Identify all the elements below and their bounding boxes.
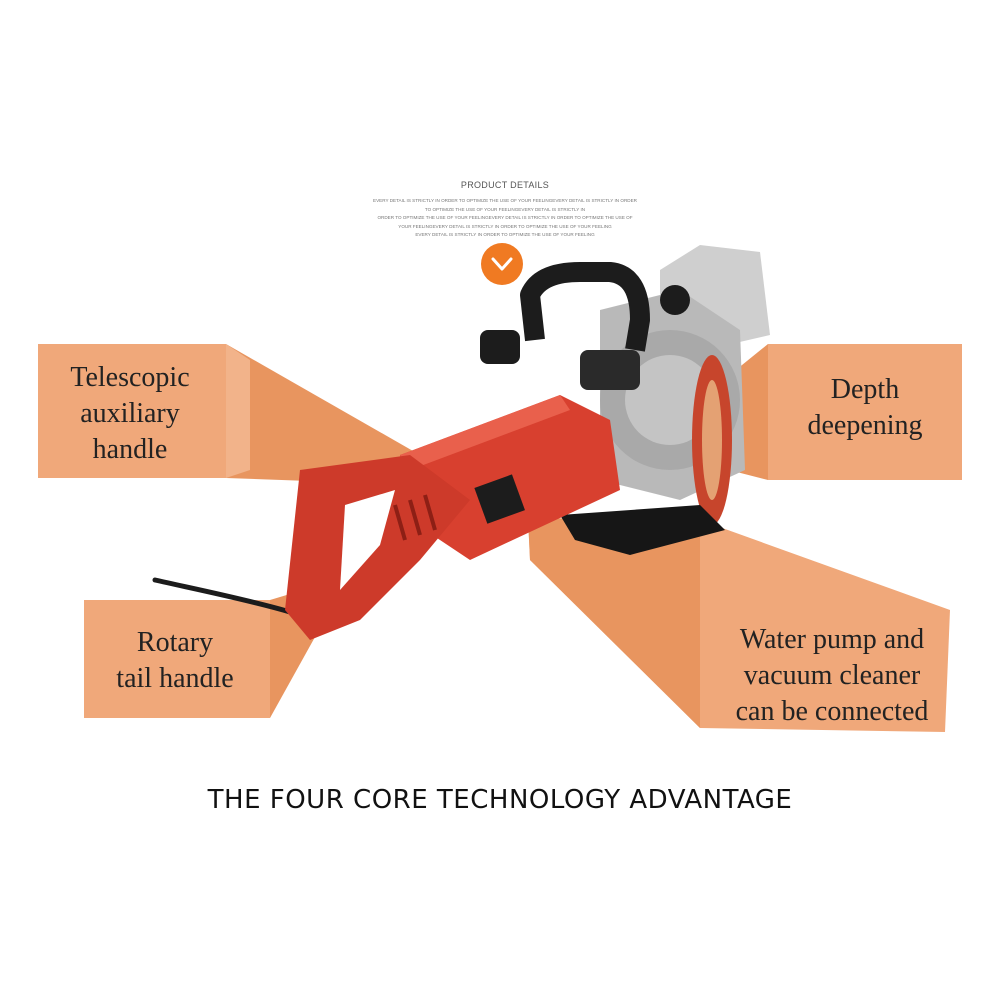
vent-slots <box>393 494 437 541</box>
label-line: handle <box>92 434 168 465</box>
chevron-down-icon <box>491 257 513 271</box>
orange-badge <box>481 243 523 285</box>
subtitle-line: EVERY DETAIL IS STRICTLY IN ORDER TO OPT… <box>415 232 595 238</box>
product-details-subtitle: EVERY DETAIL IS STRICTLY IN ORDER TO OPT… <box>350 197 660 240</box>
label-line: vacuum cleaner <box>743 660 921 691</box>
label-line: Water pump and <box>739 624 925 655</box>
label-rotary-tail-handle: Rotary tail handle <box>90 625 260 697</box>
product-details-title: PRODUCT DETAILS <box>460 180 550 190</box>
label-line: Depth <box>830 374 900 405</box>
footer-headline: THE FOUR CORE TECHNOLOGY ADVANTAGE <box>207 785 793 815</box>
motor-body <box>400 395 620 560</box>
callout-panel-bottom-right <box>528 518 950 732</box>
power-cord <box>152 577 293 615</box>
label-line: Telescopic <box>70 362 190 393</box>
side-knob <box>480 330 520 364</box>
label-depth-deepening: Depth deepening <box>780 372 950 444</box>
rear-handle <box>285 455 470 640</box>
depth-knob <box>660 285 690 315</box>
callout-panel-top-left <box>38 344 420 485</box>
label-line: can be connected <box>735 696 929 727</box>
label-line: tail handle <box>116 663 234 694</box>
subtitle-line: YOUR FEELINGEVERY DETAIL IS STRICTLY IN … <box>398 223 612 229</box>
auxiliary-handle <box>520 262 650 352</box>
subtitle-line: TO OPTIMIZE THE USE OF YOUR FEELINGEVERY… <box>424 206 586 212</box>
subtitle-line: EVERY DETAIL IS STRICTLY IN ORDER TO OPT… <box>373 198 637 203</box>
label-telescopic-auxiliary-handle: Telescopic auxiliary handle <box>40 360 220 468</box>
label-line: auxiliary <box>80 398 180 429</box>
label-water-pump-vacuum: Water pump and vacuum cleaner can be con… <box>712 622 952 730</box>
label-line: deepening <box>807 410 923 441</box>
cutting-blade <box>692 355 732 525</box>
base-plate <box>560 505 725 555</box>
label-line: Rotary <box>136 627 214 658</box>
subtitle-line: ORDER TO OPTIMIZE THE USE OF YOUR FEELIN… <box>377 215 633 221</box>
side-knob <box>580 350 640 390</box>
